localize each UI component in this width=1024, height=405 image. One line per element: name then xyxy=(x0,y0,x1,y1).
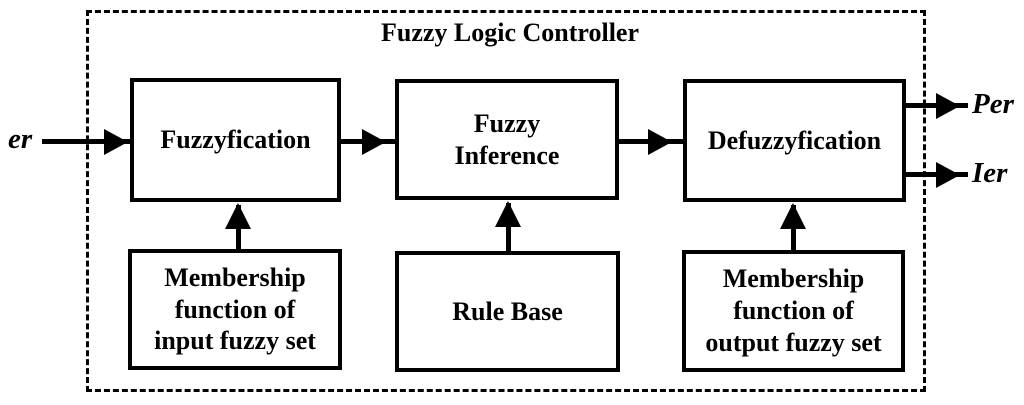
block-fuzzyfication-label: Fuzzyfication xyxy=(160,125,311,155)
block-fuzzyfication: Fuzzyfication xyxy=(130,78,341,202)
block-rule-base: Rule Base xyxy=(395,251,620,372)
arrowhead-er-icon xyxy=(104,129,128,155)
output-label-per: Per xyxy=(972,88,1014,120)
arrowhead-per-icon xyxy=(936,93,960,119)
output-label-ier: Ier xyxy=(972,157,1008,189)
controller-boundary xyxy=(86,10,926,392)
arrowhead-ier-icon xyxy=(936,162,960,188)
block-fuzzy-inference-label: Fuzzy Inference xyxy=(454,108,560,170)
block-rule-base-label: Rule Base xyxy=(452,296,563,326)
connector-rule-base-to-fuzzy-inference xyxy=(506,203,511,251)
block-membership-function-output-label: Membership function of output fuzzy set xyxy=(705,264,882,357)
arrowhead-fuzzyfication-to-fuzzy-inference-icon xyxy=(362,129,386,155)
block-membership-function-input: Membership function of input fuzzy set xyxy=(128,249,342,370)
input-label-er: er xyxy=(8,123,33,155)
block-fuzzy-inference: Fuzzy Inference xyxy=(395,79,619,200)
block-defuzzyfication: Defuzzyfication xyxy=(683,79,906,202)
block-membership-function-input-label: Membership function of input fuzzy set xyxy=(154,262,316,356)
arrowhead-membership-input-icon xyxy=(225,203,251,229)
arrowhead-rule-base-icon xyxy=(495,201,521,227)
arrowhead-fuzzy-inference-to-defuzzyfication-icon xyxy=(648,129,672,155)
arrowhead-membership-output-icon xyxy=(780,203,806,229)
input-connector-er xyxy=(42,139,137,144)
block-defuzzyfication-label: Defuzzyfication xyxy=(707,125,882,155)
block-membership-function-output: Membership function of output fuzzy set xyxy=(682,250,905,372)
diagram-title: Fuzzy Logic Controller xyxy=(380,18,640,47)
